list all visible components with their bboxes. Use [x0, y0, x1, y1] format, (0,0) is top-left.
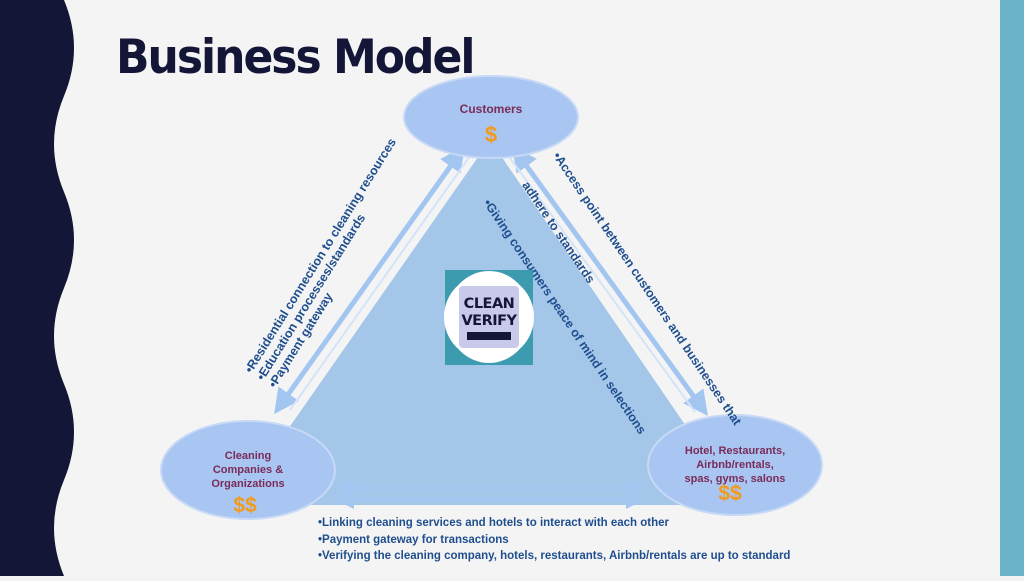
hotels-label-line-3: spas, gyms, salons	[684, 473, 786, 485]
arrow-right-outer	[512, 145, 708, 417]
cleaning-price: $$	[233, 494, 257, 517]
logo-bar	[467, 332, 511, 340]
badge-icon: CLEAN VERIFY	[451, 278, 527, 356]
hotels-node	[647, 414, 823, 516]
hotels-label-line-2: Airbnb/rentals,	[696, 459, 774, 471]
logo-line-clean: CLEAN	[463, 296, 515, 312]
clean-verify-logo: CLEAN VERIFY	[445, 270, 533, 365]
bottom-notes: •Linking cleaning services and hotels to…	[318, 515, 790, 565]
right-decorative-band	[1000, 0, 1024, 576]
cleaning-label-line-1: Cleaning	[224, 450, 272, 462]
logo-line-verify: VERIFY	[461, 313, 517, 329]
left-decorative-band	[0, 0, 90, 576]
customers-node	[403, 75, 579, 159]
cleaning-label: Cleaning Companies & Organizations	[188, 449, 308, 491]
bottom-note-1: •Linking cleaning services and hotels to…	[318, 517, 670, 529]
badge-inner: CLEAN VERIFY	[459, 286, 519, 348]
arrow-right-inner	[509, 157, 696, 413]
bottom-note-2: •Payment gateway for transactions	[318, 533, 509, 546]
cleaning-node	[160, 420, 336, 520]
customers-label: Customers	[459, 102, 523, 116]
hotels-label-line-1: Hotel, Restaurants,	[684, 445, 786, 457]
wavy-edge-shape	[0, 0, 74, 576]
cleaning-label-line-2: Companies &	[212, 464, 284, 476]
slide-title: Business Model	[116, 30, 475, 86]
bottom-note-3: •Verifying the cleaning company, hotels,…	[318, 550, 791, 562]
cleaning-label-line-3: Organizations	[211, 478, 285, 490]
customers-price: $	[484, 122, 498, 147]
hotels-label: Hotel, Restaurants, Airbnb/rentals, spas…	[670, 444, 800, 486]
arrow-left-outer	[274, 145, 465, 415]
hotels-price: $$	[718, 482, 742, 505]
arrow-left-inner	[289, 155, 471, 411]
